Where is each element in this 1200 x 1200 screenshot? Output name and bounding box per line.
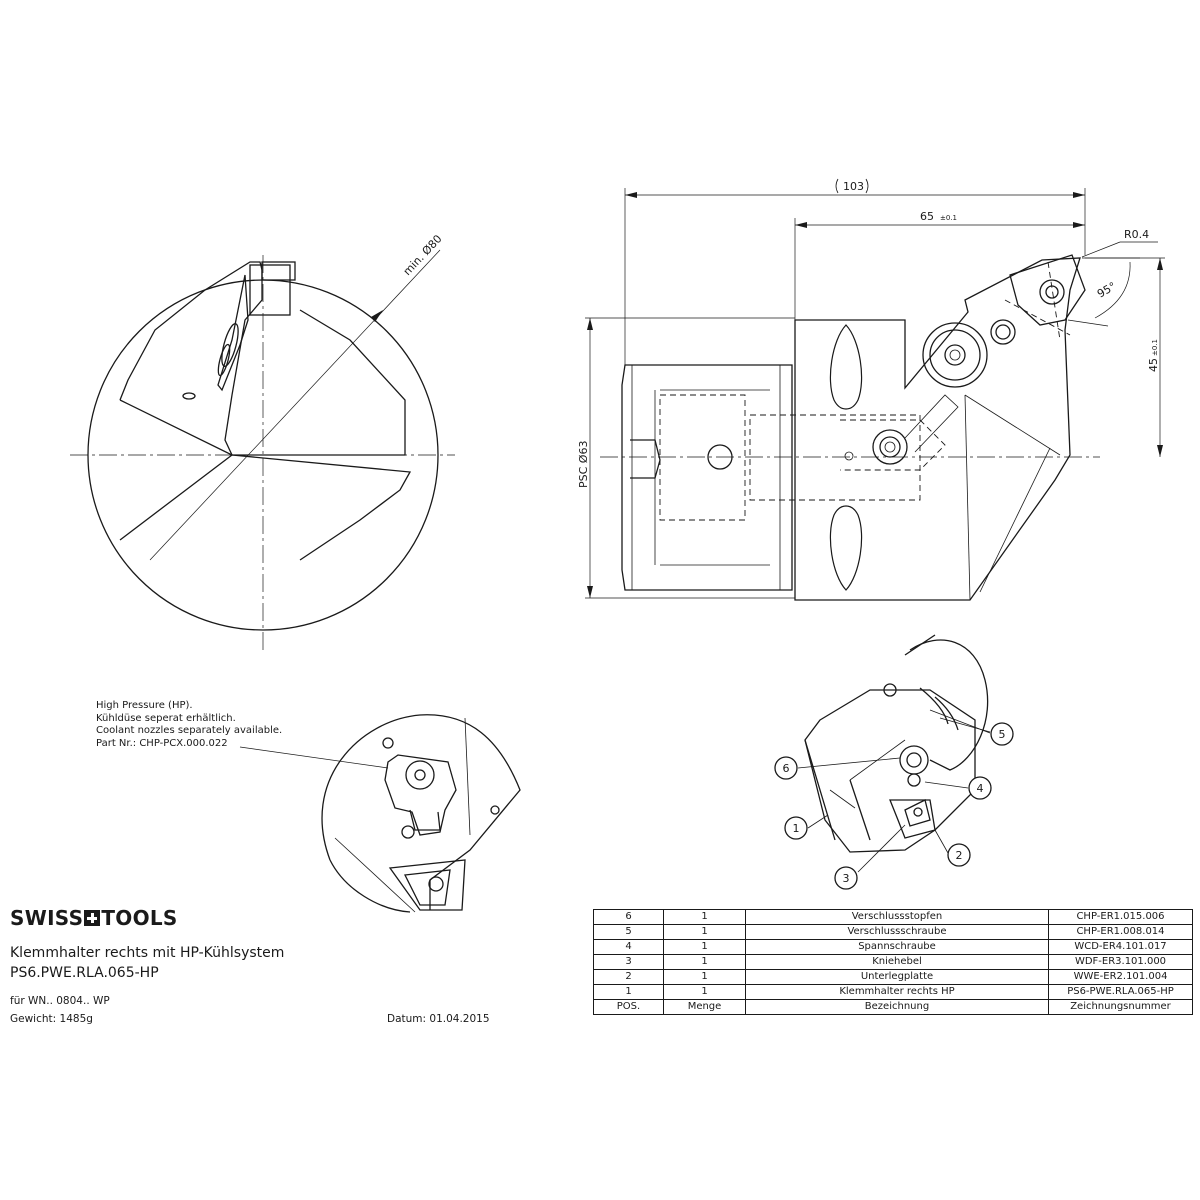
dim-angle: 95°: [1095, 280, 1118, 301]
table-row: 6 1 Verschlussstopfen CHP-ER1.015.006: [593, 909, 1193, 925]
iso-view: 5 6 4 1 2 3: [774, 634, 1014, 890]
cell-pos: 3: [593, 954, 664, 970]
cell-bezeichnung: Verschlussschraube: [745, 924, 1049, 940]
cell-pos: 6: [593, 909, 664, 925]
dim-psc: PSC Ø63: [577, 441, 590, 488]
cell-nummer: WWE-ER2.101.004: [1048, 969, 1193, 985]
dim-65-tol: ±0.1: [940, 214, 957, 222]
dim-radius: R0.4: [1124, 228, 1149, 241]
table-row: 3 1 Kniehebel WDF-ER3.101.000: [593, 954, 1193, 970]
cell-menge: 1: [663, 924, 746, 940]
cell-bezeichnung: Klemmhalter rechts HP: [745, 984, 1049, 1000]
header-pos: POS.: [593, 999, 664, 1015]
coolant-note: High Pressure (HP). Kühldüse seperat erh…: [96, 700, 282, 750]
header-bezeichnung: Bezeichnung: [745, 999, 1049, 1015]
cell-pos: 1: [593, 984, 664, 1000]
drawing-title: Klemmhalter rechts mit HP-Kühlsystem: [10, 945, 285, 961]
table-header-row: POS. Menge Bezeichnung Zeichnungsnummer: [593, 999, 1193, 1015]
dim-45-tol: ±0.1: [1151, 339, 1159, 356]
cell-nummer: WCD-ER4.101.017: [1048, 939, 1193, 955]
brand-logo: SWISS TOOLS: [10, 906, 178, 930]
callout-4: 4: [977, 782, 984, 795]
dim-103: 103: [843, 180, 864, 193]
cell-nummer: PS6-PWE.RLA.065-HP: [1048, 984, 1193, 1000]
callout-6: 6: [783, 762, 790, 775]
callout-5: 5: [999, 728, 1006, 741]
cell-bezeichnung: Unterlegplatte: [745, 969, 1049, 985]
cell-bezeichnung: Spannschraube: [745, 939, 1049, 955]
cell-pos: 4: [593, 939, 664, 955]
drawing-part-number: PS6.PWE.RLA.065-HP: [10, 965, 159, 981]
brand-part1: SWISS: [10, 906, 84, 930]
cell-menge: 1: [663, 984, 746, 1000]
date-info: Datum: 01.04.2015: [387, 1013, 490, 1025]
swiss-cross-icon: [84, 910, 101, 926]
note-line: Kühldüse seperat erhältlich.: [96, 712, 236, 724]
parts-table: 6 1 Verschlussstopfen CHP-ER1.015.006 5 …: [593, 909, 1193, 1015]
cell-nummer: CHP-ER1.015.006: [1048, 909, 1193, 925]
cell-nummer: CHP-ER1.008.014: [1048, 924, 1193, 940]
cell-pos: 5: [593, 924, 664, 940]
note-line: Coolant nozzles separately available.: [96, 725, 283, 737]
end-view: min. Ø80: [70, 232, 455, 650]
callout-2: 2: [956, 849, 963, 862]
cell-pos: 2: [593, 969, 664, 985]
cell-menge: 1: [663, 909, 746, 925]
callout-3: 3: [843, 872, 850, 885]
header-nummer: Zeichnungsnummer: [1048, 999, 1193, 1015]
dim-65: 65: [920, 210, 934, 223]
cell-nummer: WDF-ER3.101.000: [1048, 954, 1193, 970]
note-line: High Pressure (HP).: [96, 700, 193, 711]
table-row: 1 1 Klemmhalter rechts HP PS6-PWE.RLA.06…: [593, 984, 1193, 1000]
header-menge: Menge: [663, 999, 746, 1015]
insert-info: für WN.. 0804.. WP: [10, 995, 110, 1007]
cell-bezeichnung: Verschlussstopfen: [745, 909, 1049, 925]
table-row: 5 1 Verschlussschraube CHP-ER1.008.014: [593, 924, 1193, 940]
callout-1: 1: [793, 822, 800, 835]
note-line: Part Nr.: CHP-PCX.000.022: [96, 737, 228, 749]
detail-view: [239, 714, 521, 913]
table-row: 4 1 Spannschraube WCD-ER4.101.017: [593, 939, 1193, 955]
min-dia-label: min. Ø80: [401, 232, 445, 278]
cell-menge: 1: [663, 969, 746, 985]
dim-45: 45: [1147, 358, 1160, 372]
weight-info: Gewicht: 1485g: [10, 1013, 93, 1025]
cell-menge: 1: [663, 939, 746, 955]
cell-bezeichnung: Kniehebel: [745, 954, 1049, 970]
brand-part2: TOOLS: [101, 906, 178, 930]
cell-menge: 1: [663, 954, 746, 970]
side-view: 103 65 ±0.1 R0.4 95° 45 ±0.1 PSC Ø63: [577, 178, 1165, 601]
table-row: 2 1 Unterlegplatte WWE-ER2.101.004: [593, 969, 1193, 985]
